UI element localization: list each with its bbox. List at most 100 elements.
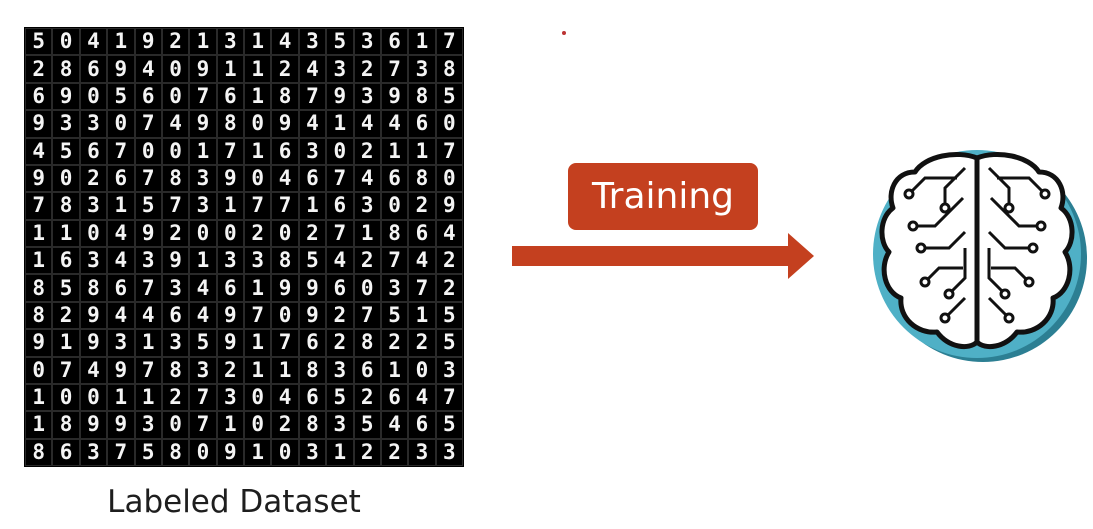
digit-cell: 3 [435, 438, 464, 467]
digit-cell: 0 [24, 356, 53, 384]
digit-cell: 4 [353, 110, 381, 138]
digit-cell: 2 [353, 246, 381, 275]
digit-cell: 6 [216, 274, 245, 302]
digit-cell: 3 [189, 192, 217, 220]
digit-cell: 2 [353, 55, 381, 83]
digit-cell: 6 [408, 110, 436, 138]
digit-cell: 8 [353, 329, 381, 357]
digit-cell: 5 [134, 192, 162, 220]
decorative-dot [562, 31, 566, 35]
digit-cell: 8 [216, 110, 245, 138]
digit-cell: 0 [243, 411, 272, 439]
digit-cell: 6 [52, 438, 80, 467]
digit-cell: 0 [271, 438, 299, 467]
digit-cell: 4 [134, 301, 162, 330]
digit-cell: 6 [408, 411, 436, 439]
digit-cell: 1 [216, 55, 245, 83]
digit-cell: 3 [161, 274, 190, 302]
digit-cell: 1 [107, 383, 135, 412]
digit-cell: 2 [326, 301, 354, 330]
digit-cell: 2 [380, 438, 409, 467]
digit-cell: 0 [161, 411, 190, 439]
digit-cell: 1 [243, 27, 272, 56]
digit-cell: 1 [216, 192, 245, 220]
digit-cell: 0 [52, 164, 80, 193]
digit-cell: 8 [408, 82, 436, 111]
digit-cell: 0 [79, 383, 108, 412]
digit-cell: 8 [52, 411, 80, 439]
digit-cell: 3 [326, 55, 354, 83]
digit-cell: 5 [435, 301, 464, 330]
digit-cell: 2 [24, 55, 53, 83]
dataset-caption: Labeled Dataset [107, 484, 361, 520]
digit-cell: 6 [298, 329, 327, 357]
digit-cell: 7 [380, 55, 409, 83]
digit-cell: 4 [107, 219, 135, 248]
digit-cell: 6 [298, 164, 327, 193]
digit-cell: 1 [24, 411, 53, 439]
digit-cell: 2 [408, 192, 436, 220]
digit-cell: 0 [435, 164, 464, 193]
digit-cell: 4 [189, 301, 217, 330]
digit-cell: 0 [353, 274, 381, 302]
digit-cell: 1 [189, 27, 217, 56]
digit-cell: 4 [79, 27, 108, 56]
digit-cell: 3 [52, 110, 80, 138]
digit-cell: 3 [161, 329, 190, 357]
digit-cell: 7 [161, 192, 190, 220]
digit-cell: 5 [24, 27, 53, 56]
digit-cell: 2 [353, 438, 381, 467]
digit-cell: 0 [216, 219, 245, 248]
digit-cell: 3 [408, 55, 436, 83]
digit-cell: 1 [107, 192, 135, 220]
digit-cell: 4 [380, 411, 409, 439]
digit-cell: 9 [79, 329, 108, 357]
digit-cell: 5 [326, 27, 354, 56]
digit-cell: 9 [326, 82, 354, 111]
digit-cell: 8 [161, 438, 190, 467]
digit-cell: 0 [189, 438, 217, 467]
digit-cell: 9 [107, 55, 135, 83]
digit-cell: 0 [271, 219, 299, 248]
digit-cell: 4 [24, 137, 53, 165]
digit-cell: 8 [271, 246, 299, 275]
digit-cell: 6 [134, 82, 162, 111]
digit-cell: 0 [52, 383, 80, 412]
digit-cell: 5 [353, 411, 381, 439]
digit-cell: 1 [243, 438, 272, 467]
digit-cell: 7 [107, 137, 135, 165]
digit-cell: 4 [353, 164, 381, 193]
digit-cell: 9 [216, 329, 245, 357]
digit-cell: 4 [107, 301, 135, 330]
digit-cell: 8 [24, 438, 53, 467]
digit-cell: 3 [408, 438, 436, 467]
digit-cell: 1 [134, 383, 162, 412]
digit-cell: 3 [79, 246, 108, 275]
digit-cell: 5 [134, 438, 162, 467]
digit-cell: 6 [298, 383, 327, 412]
digit-cell: 0 [326, 137, 354, 165]
digit-cell: 7 [24, 192, 53, 220]
digit-cell: 8 [161, 356, 190, 384]
digit-cell: 8 [435, 55, 464, 83]
digit-cell: 7 [353, 301, 381, 330]
digit-cell: 2 [161, 219, 190, 248]
digit-cell: 7 [326, 164, 354, 193]
digit-cell: 5 [435, 411, 464, 439]
digit-cell: 0 [435, 110, 464, 138]
digit-cell: 6 [408, 219, 436, 248]
digit-cell: 8 [408, 164, 436, 193]
digit-cell: 4 [298, 55, 327, 83]
digit-cell: 6 [326, 274, 354, 302]
digit-cell: 1 [326, 110, 354, 138]
digit-cell: 3 [216, 27, 245, 56]
digit-cell: 1 [24, 246, 53, 275]
digit-cell: 1 [243, 137, 272, 165]
digit-cell: 3 [189, 164, 217, 193]
digit-cell: 7 [326, 219, 354, 248]
digit-cell: 7 [134, 356, 162, 384]
digit-cell: 9 [24, 110, 53, 138]
digit-cell: 6 [52, 246, 80, 275]
digit-cell: 2 [380, 329, 409, 357]
